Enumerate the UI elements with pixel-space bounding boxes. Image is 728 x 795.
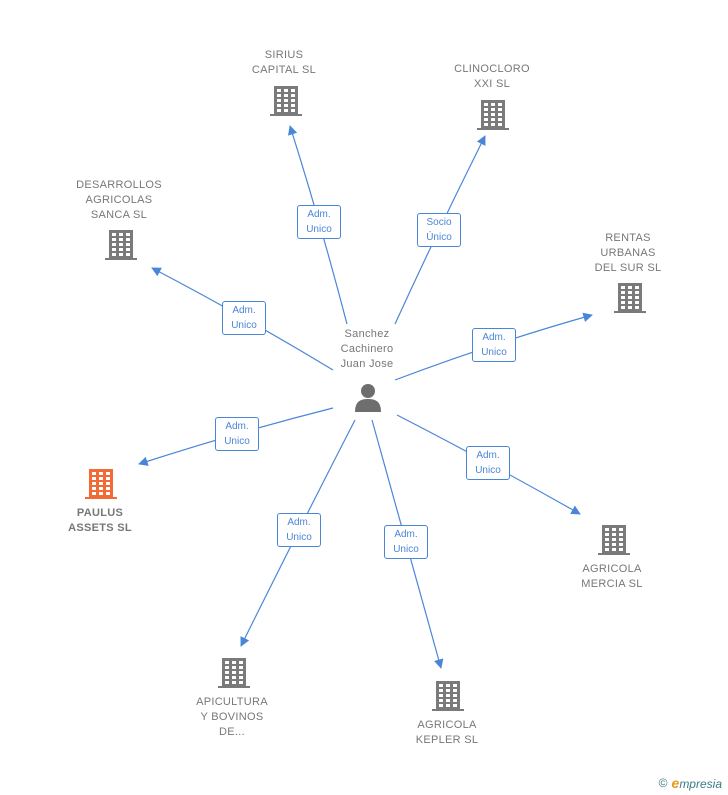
person-icon[interactable] xyxy=(352,382,384,414)
relation-label-desarrollos[interactable]: Adm. Unico xyxy=(222,301,266,335)
building-icon-clinocloro[interactable] xyxy=(477,98,509,132)
building-icon-sirius[interactable] xyxy=(270,84,302,118)
building-icon-apicultura[interactable] xyxy=(218,656,250,690)
company-label-rentas[interactable]: RENTAS URBANAS DEL SUR SL xyxy=(594,232,662,274)
relation-label-kepler[interactable]: Adm. Unico xyxy=(384,525,428,559)
building-icon-mercia[interactable] xyxy=(598,523,630,557)
copyright-symbol: © xyxy=(658,776,668,790)
empresia-watermark: © empresia xyxy=(659,775,722,791)
relation-label-sirius[interactable]: Adm. Unico xyxy=(297,205,341,239)
building-icon-desarrollos[interactable] xyxy=(105,228,137,262)
relation-label-rentas[interactable]: Adm. Unico xyxy=(472,328,516,362)
brand-initial: e xyxy=(671,775,680,791)
company-label-mercia[interactable]: AGRICOLA MERCIA SL xyxy=(581,563,643,590)
company-label-clinocloro[interactable]: CLINOCLORO XXI SL xyxy=(454,63,530,90)
relation-label-mercia[interactable]: Adm. Unico xyxy=(466,446,510,480)
brand-name: mpresia xyxy=(679,777,722,791)
building-icon-kepler[interactable] xyxy=(432,679,464,713)
relation-label-paulus[interactable]: Adm. Unico xyxy=(215,417,259,451)
building-icon-rentas[interactable] xyxy=(614,281,646,315)
relation-label-apicultura[interactable]: Adm. Unico xyxy=(277,513,321,547)
company-label-paulus[interactable]: PAULUS ASSETS SL xyxy=(68,507,132,534)
company-label-sirius[interactable]: SIRIUS CAPITAL SL xyxy=(251,49,317,76)
center-person-label[interactable]: Sanchez Cachinero Juan Jose xyxy=(340,328,394,370)
relation-label-clinocloro[interactable]: Socio Único xyxy=(417,213,461,247)
company-label-kepler[interactable]: AGRICOLA KEPLER SL xyxy=(415,719,479,746)
building-icon-paulus[interactable] xyxy=(85,467,117,501)
company-label-apicultura[interactable]: APICULTURA Y BOVINOS DE... xyxy=(196,696,268,738)
company-label-desarrollos[interactable]: DESARROLLOS AGRICOLAS SANCA SL xyxy=(76,179,162,221)
